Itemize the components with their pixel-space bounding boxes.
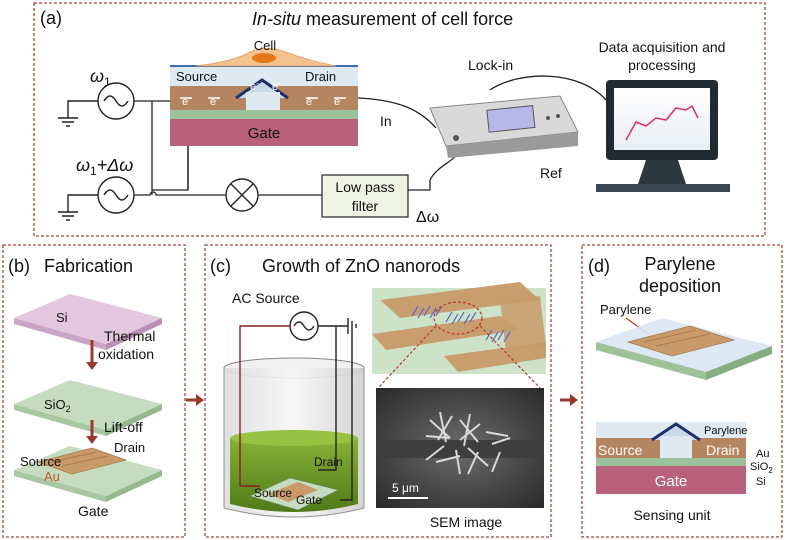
- oxidation-label: oxidation: [98, 346, 154, 362]
- au-electrodes: [36, 447, 128, 475]
- panel-d: (d) Parylene deposition Parylene Source …: [581, 244, 783, 538]
- filter-label-2: filter: [352, 198, 379, 214]
- source-label-c: Source: [254, 486, 292, 500]
- thermal-label: Thermal: [104, 328, 155, 344]
- cell-nucleus: [252, 53, 276, 63]
- panel-d-frame: [581, 244, 783, 538]
- filter-label-1: Low pass: [335, 179, 394, 195]
- lock-in-amplifier: Lock-in: [429, 57, 579, 158]
- ref-label: Ref: [540, 165, 562, 181]
- sensing-unit-label: Sensing unit: [633, 507, 710, 523]
- ac-source-omega2: ω1+Δω: [58, 155, 135, 221]
- panel-c: (c) Growth of ZnO nanorods AC Source Dra…: [204, 244, 552, 538]
- panel-d-label: (d): [588, 256, 610, 276]
- filter-box: [321, 174, 409, 218]
- ground-1-icon: [58, 100, 98, 127]
- gate-label-d: Gate: [655, 473, 688, 490]
- electron-4: e-: [272, 79, 281, 93]
- lock-in-label: Lock-in: [468, 57, 513, 73]
- drain-label-c: Drain: [314, 455, 343, 469]
- gate-label: Gate: [248, 125, 281, 142]
- sem-nanorod-cluster: [425, 411, 511, 475]
- lock-in-display: [486, 105, 536, 133]
- parylene-layer: [170, 66, 358, 86]
- si-wafer: [14, 294, 162, 344]
- gate-label-c: Gate: [296, 493, 322, 507]
- electrodes-d: [626, 325, 736, 357]
- ac-source-omega1: ω1: [58, 66, 135, 127]
- panel-a: (a) In-situ measurement of cell force Ce…: [33, 2, 766, 237]
- scale-label: 5 μm: [392, 481, 419, 495]
- monitor-base: [596, 184, 730, 192]
- ac-source-label: AC Source: [232, 290, 300, 306]
- sensing-unit-cross-section: Source Drain Gate: [596, 422, 746, 494]
- zoom-circle: [433, 301, 483, 335]
- panel-b: (b) Fabrication Si Thermal oxidation SiO…: [2, 244, 186, 538]
- omega2-label: ω1+Δω: [76, 155, 133, 178]
- source-label: Source: [176, 69, 217, 84]
- source-wire: [239, 325, 290, 487]
- daq-label-1: Data acquisition and: [599, 39, 726, 55]
- drain-label-d: Drain: [706, 442, 739, 458]
- si-label: Si: [56, 310, 68, 325]
- electron-flow: e- e- e- e- e- e-: [180, 79, 346, 108]
- dielectric-layer: [170, 110, 358, 119]
- source-label-b: Source: [20, 454, 61, 469]
- sio2-wafer: [14, 380, 162, 430]
- sem-image: 5 μm: [376, 388, 544, 508]
- source-label-d: Source: [598, 442, 643, 458]
- signal-trace: [625, 104, 699, 141]
- panel-c-frame: [204, 244, 552, 538]
- panel-c-title: Growth of ZnO nanorods: [262, 256, 460, 276]
- au-side-label: Au: [756, 448, 769, 460]
- sio2-side-label: SiO2: [750, 461, 773, 475]
- ground-c-icon: [318, 318, 357, 334]
- electron-3: e-: [250, 79, 259, 93]
- panel-d-title-2: deposition: [639, 276, 721, 296]
- electrode-zoom-3d: [372, 282, 546, 389]
- air-gap: [246, 92, 280, 110]
- si-layer: [596, 466, 746, 494]
- lock-in-front: [446, 132, 578, 158]
- gate-layer: [170, 118, 358, 146]
- drain-label-b: Drain: [114, 440, 145, 455]
- sio2-layer: [596, 458, 746, 466]
- omega1-label: ω1: [90, 66, 111, 89]
- panel-c-label: (c): [210, 256, 231, 276]
- drain-wire: [318, 326, 337, 471]
- cell-label: Cell: [254, 38, 277, 53]
- gate-label-b: Gate: [78, 503, 109, 519]
- zoom-lines: [377, 325, 541, 389]
- ground-2-icon: [58, 194, 98, 221]
- mixer: [225, 178, 259, 212]
- panel-a-frame: [33, 2, 766, 237]
- drain-label: Drain: [305, 69, 336, 84]
- parylene-side-label: Parylene: [704, 425, 747, 437]
- liftoff-label: Lift-off: [104, 419, 143, 435]
- panel-a-label: (a): [40, 8, 62, 28]
- panel-b-title: Fabrication: [44, 256, 133, 276]
- au-label-b: Au: [44, 469, 60, 484]
- computer-monitor-icon: Data acquisition and processing: [596, 39, 730, 192]
- in-label: In: [380, 113, 392, 129]
- panel-b-label: (b): [8, 256, 30, 276]
- panel-b-frame: [2, 244, 186, 538]
- panel-d-title-1: Parylene: [644, 254, 715, 274]
- delta-omega-label: Δω: [416, 209, 439, 226]
- beaker: [223, 357, 365, 518]
- daq-label-2: processing: [628, 57, 696, 73]
- parylene-top-label: Parylene: [600, 302, 651, 317]
- nanorods: [411, 305, 511, 343]
- device-cross-section: Cell Source Drain Gate: [170, 38, 358, 146]
- si-side-label: Si: [756, 476, 766, 488]
- sio2-label: SiO2: [44, 397, 71, 414]
- low-pass-filter-block: Low pass filter: [321, 174, 409, 218]
- gate-wire: [340, 330, 353, 501]
- panel-a-title: In-situ measurement of cell force: [252, 9, 513, 29]
- sem-label: SEM image: [430, 514, 503, 530]
